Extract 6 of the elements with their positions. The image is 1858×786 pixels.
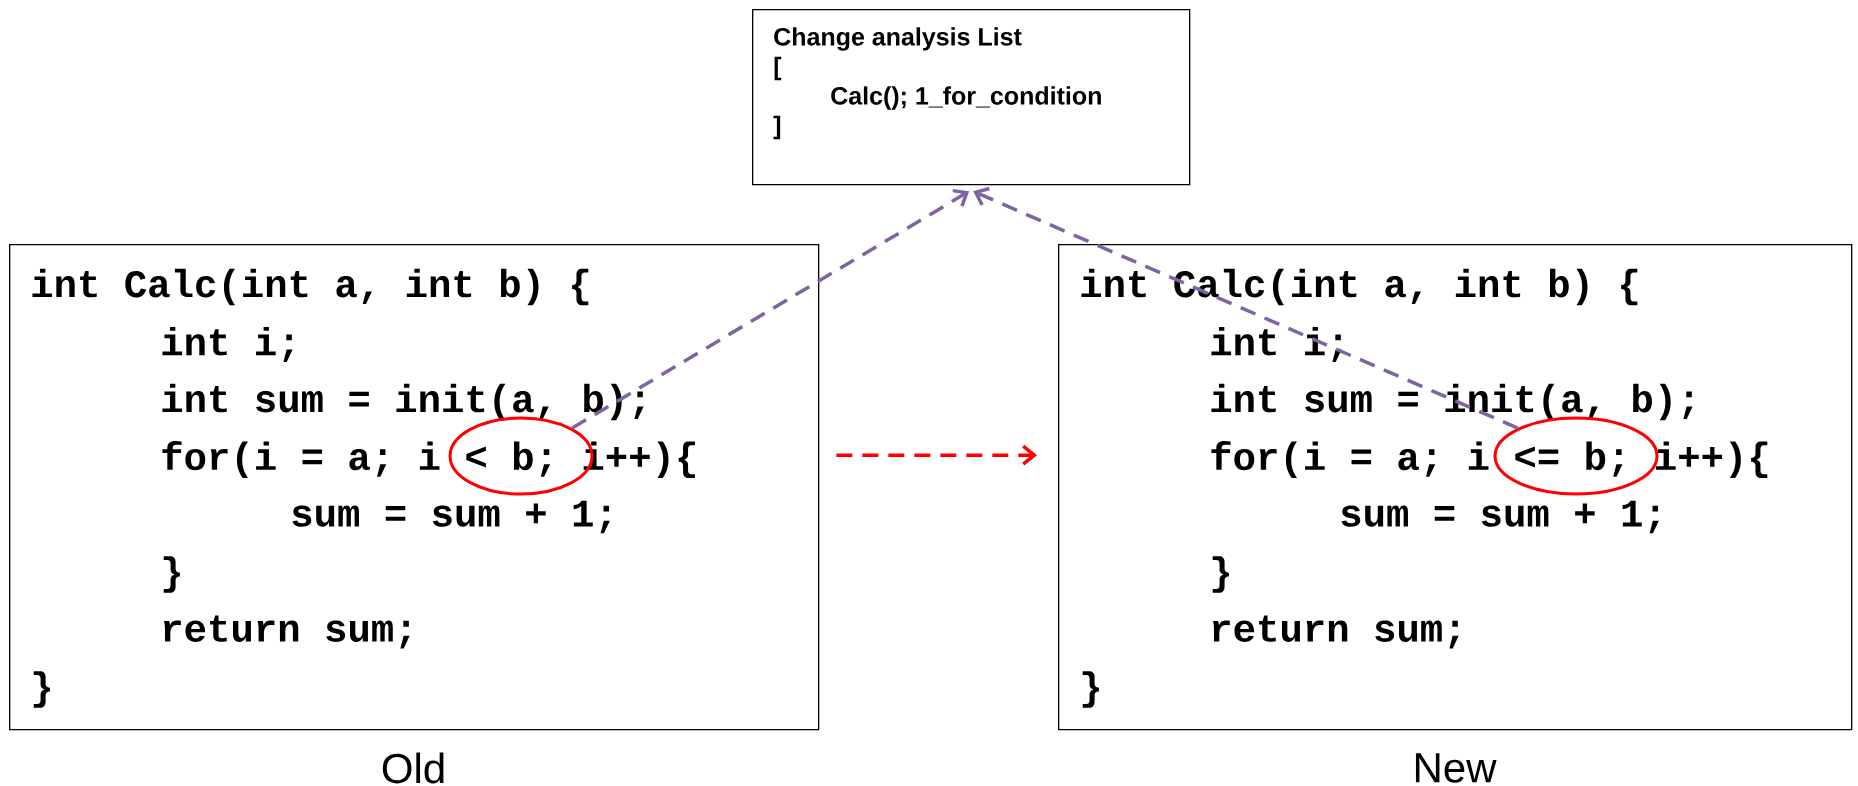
arrow [836,444,1037,466]
arrow [571,188,970,430]
arrow [973,186,1519,430]
node-label: New [1415,753,1497,783]
list-box: Change analysis List [ Calc(); 1_for_condition ] [752,9,1191,186]
node-label: Old [382,752,444,784]
